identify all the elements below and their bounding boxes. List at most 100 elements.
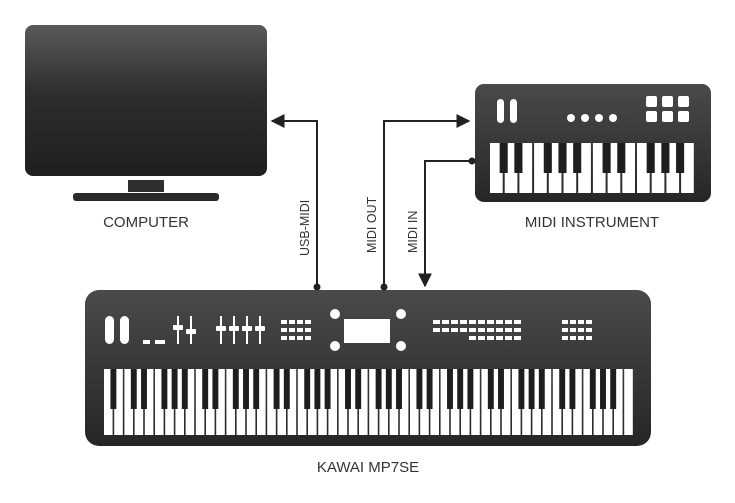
panel-button [478,336,485,340]
white-key [542,369,552,435]
black-key [202,369,209,409]
white-key [338,369,348,435]
black-key [610,369,617,409]
panel-button [514,320,521,324]
midi-out-label: MIDI OUT [365,196,379,253]
black-key [661,143,670,173]
panel-button [289,336,295,340]
black-key [324,369,331,409]
white-key [369,369,378,435]
black-key [130,369,137,409]
midi-in-line [418,160,472,288]
black-key [617,143,626,173]
black-key [573,143,582,173]
panel-button [586,328,592,332]
white-key [155,369,164,435]
white-key [548,143,562,193]
white-key [607,143,621,193]
white-key [399,369,409,435]
panel-button [469,320,476,324]
panel-button [570,336,576,340]
white-key [651,143,665,193]
panel-button [478,328,485,332]
white-key [430,369,439,435]
white-key [195,369,205,435]
black-key [589,369,596,409]
black-key [304,369,311,409]
white-key [552,369,562,435]
black-key [273,369,280,409]
black-key [602,143,611,173]
white-key [226,369,235,435]
panel-button [505,328,512,332]
white-key [287,369,297,435]
black-key [181,369,188,409]
black-key [498,369,504,409]
midi-out-port-dot [380,283,388,291]
white-key [491,369,501,435]
panel-button [433,328,440,332]
white-key [583,369,592,435]
panel-button [514,336,521,340]
panel-button [289,328,295,332]
black-key [375,369,382,409]
black-key [110,369,117,409]
panel-button [586,320,592,324]
panel-button [442,328,449,332]
white-key [114,369,123,435]
white-key [318,369,327,435]
white-key [519,143,533,193]
panel-button [578,328,584,332]
white-key [104,369,113,435]
black-key [355,369,362,409]
panel-button [460,328,467,332]
usb-midi-line [270,114,318,287]
black-key [171,369,178,409]
computer-label: COMPUTER [103,214,189,231]
white-key [124,369,133,435]
main-pitch-wheel [105,316,114,344]
white-key [236,369,246,435]
panel-button [281,336,287,340]
white-key [622,143,635,193]
white-key [534,143,547,193]
white-key [175,369,184,435]
white-key [490,143,503,193]
white-key [532,369,541,435]
black-key [243,369,249,409]
main-keyboard-keybed [104,369,633,435]
panel-button [297,336,303,340]
white-key [592,143,606,193]
monitor-stand [73,193,219,201]
black-key [385,369,392,409]
button-grid-middle [433,320,521,340]
black-key [559,369,566,409]
black-key [518,369,525,409]
white-key [501,369,511,435]
white-key [681,143,694,193]
black-key [487,369,494,409]
black-key [314,369,321,409]
white-key [267,369,276,435]
panel-button [469,328,476,332]
midi-out-line [383,114,471,287]
black-key [514,143,523,173]
panel-button [562,320,568,324]
white-key [277,369,286,435]
fader-group-2 [216,316,265,344]
white-key [257,369,266,435]
black-key [141,369,147,409]
white-key [624,369,633,435]
white-key [666,143,680,193]
panel-button [578,320,584,324]
usb-midi-port-dot [313,283,321,291]
panel-button [562,328,568,332]
white-key [246,369,256,435]
panel-button [514,328,521,332]
panel-button [496,328,503,332]
panel-button [487,320,494,324]
black-key [528,369,535,409]
black-key [232,369,239,409]
black-key [447,369,453,409]
